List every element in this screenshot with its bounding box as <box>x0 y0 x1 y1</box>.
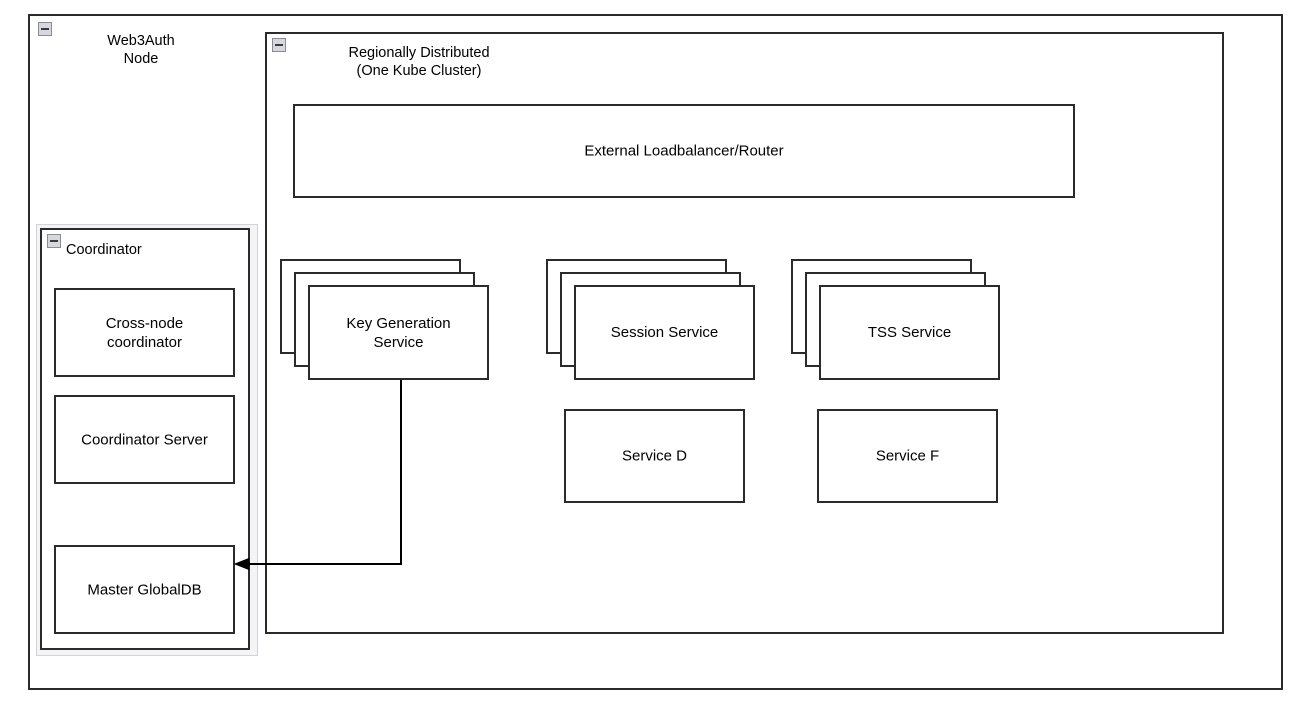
service-f-box[interactable]: Service F <box>817 409 998 503</box>
key-generation-service-label: Key Generation Service <box>346 314 451 351</box>
master-globaldb-box[interactable]: Master GlobalDB <box>54 545 235 634</box>
web3auth-node-title: Web3Auth Node <box>107 33 175 67</box>
session-service-label: Session Service <box>610 324 719 341</box>
cross-node-coordinator-box[interactable]: Cross-node coordinator <box>54 288 235 377</box>
coordinator-server-label: Coordinator Server <box>81 431 208 448</box>
coordinator-server-box[interactable]: Coordinator Server <box>54 395 235 484</box>
service-d-box[interactable]: Service D <box>564 409 745 503</box>
external-loadbalancer-box[interactable]: External Loadbalancer/Router <box>293 104 1075 198</box>
tss-service-label: TSS Service <box>867 324 952 341</box>
service-d-label: Service D <box>621 447 688 465</box>
collapse-icon-web3auth-node[interactable] <box>38 22 52 36</box>
external-loadbalancer-label: External Loadbalancer/Router <box>584 142 784 160</box>
kube-cluster-title: Regionally Distributed (One Kube Cluster… <box>348 45 490 79</box>
service-f-label: Service F <box>875 447 940 465</box>
master-globaldb-label: Master GlobalDB <box>87 581 202 598</box>
collapse-icon-kube-cluster[interactable] <box>272 38 286 52</box>
coordinator-title: Coordinator <box>66 242 142 258</box>
tss-service-replica-1[interactable] <box>819 285 1000 380</box>
key-generation-service-replica-1[interactable] <box>308 285 489 380</box>
session-service-replica-1[interactable] <box>574 285 755 380</box>
cross-node-coordinator-label: Cross-node coordinator <box>105 314 184 351</box>
collapse-icon-coordinator[interactable] <box>47 234 61 248</box>
